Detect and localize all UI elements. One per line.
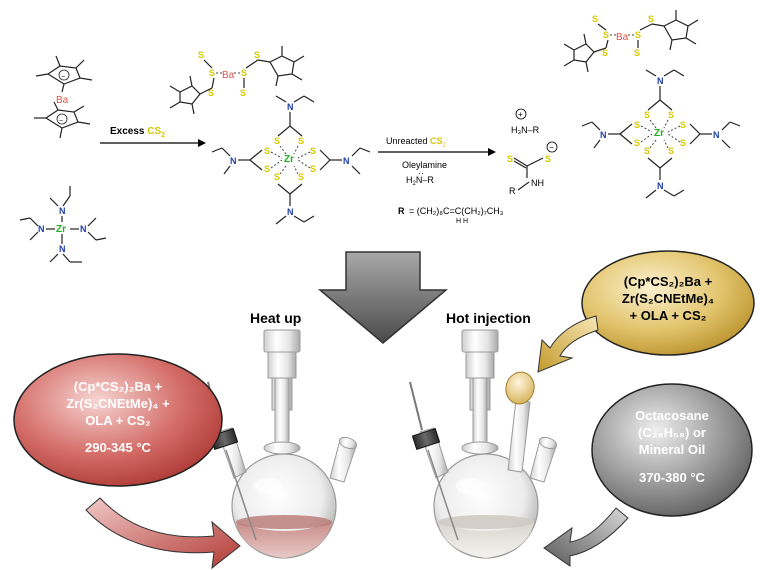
svg-text:N: N bbox=[80, 224, 87, 234]
svg-text:= (CH₂)₈C=C(CH₂)₇CH₃: = (CH₂)₈C=C(CH₂)₇CH₃ bbox=[409, 206, 504, 216]
hot-injection-flask bbox=[409, 329, 558, 559]
solvent-curved-arrow bbox=[543, 507, 629, 567]
hot-injection-title: Hot injection bbox=[446, 310, 531, 326]
svg-text:N: N bbox=[38, 224, 45, 234]
svg-text:N: N bbox=[713, 130, 720, 140]
svg-text:−: − bbox=[61, 74, 65, 81]
heat-up-flask bbox=[207, 329, 358, 559]
zr-dithiocarbamate-molecule-1: Zr S S S S S S S S N N N N bbox=[211, 95, 371, 225]
svg-text:S: S bbox=[648, 14, 654, 24]
svg-text:Mineral Oil: Mineral Oil bbox=[639, 442, 705, 457]
svg-text:NH: NH bbox=[531, 178, 544, 188]
svg-text:S: S bbox=[603, 30, 609, 40]
svg-text:S: S bbox=[634, 138, 640, 148]
excess-cs2-label: Excess CS2 bbox=[110, 126, 165, 139]
svg-text:370-380 °C: 370-380 °C bbox=[639, 470, 706, 485]
ammonium-ion: + H₃N–R bbox=[511, 108, 540, 135]
svg-text:S: S bbox=[198, 50, 204, 60]
svg-text:S: S bbox=[635, 30, 641, 40]
hot-injection-precursor-bubble: (Cp*CS₂)₂Ba + Zr(S₂CNEtMe)₄ + OLA + CS₂ bbox=[581, 250, 755, 356]
svg-text:S: S bbox=[634, 120, 640, 130]
barocene-molecule: − Ba − bbox=[34, 55, 93, 139]
solvent-bubble: Octacosane (C₂₈H₅₈) or Mineral Oil 370-3… bbox=[591, 383, 753, 517]
svg-text:S: S bbox=[274, 172, 280, 182]
zirconium-label: Zr bbox=[56, 224, 66, 235]
svg-text:R: R bbox=[509, 186, 516, 196]
svg-text:S: S bbox=[507, 154, 513, 164]
r-group-definition: R = (CH₂)₈C=C(CH₂)₇CH₃ H H bbox=[398, 206, 504, 225]
svg-text:S: S bbox=[592, 14, 598, 24]
big-down-arrow bbox=[317, 251, 449, 344]
svg-text:S: S bbox=[264, 146, 270, 156]
svg-text:S: S bbox=[310, 146, 316, 156]
svg-text:S: S bbox=[208, 88, 214, 98]
heat-up-precursor-bubble: (Cp*CS₂)₂Ba + Zr(S₂CNEtMe)₄ + OLA + CS₂ … bbox=[13, 353, 223, 487]
svg-text:N: N bbox=[59, 244, 66, 254]
svg-text:−: − bbox=[59, 118, 63, 125]
svg-text:S: S bbox=[310, 164, 316, 174]
svg-text:S: S bbox=[634, 48, 640, 58]
svg-text:S: S bbox=[545, 154, 551, 164]
svg-text:H H: H H bbox=[456, 218, 468, 225]
zr-dithiocarbamate-molecule-2: Zr S S S S S S S S N N N N bbox=[581, 69, 741, 199]
svg-text:Zr(S₂CNEtMe)₄: Zr(S₂CNEtMe)₄ bbox=[622, 291, 714, 306]
svg-text:N: N bbox=[59, 206, 66, 216]
unreacted-cs2-label: Unreacted CS2 bbox=[386, 136, 447, 149]
svg-text:S: S bbox=[209, 68, 215, 78]
reaction-arrow-1: Excess CS2 bbox=[100, 126, 206, 147]
svg-text:Ba: Ba bbox=[222, 70, 235, 81]
svg-text:290-345 °C: 290-345 °C bbox=[85, 440, 152, 455]
svg-text:R: R bbox=[398, 206, 405, 216]
zirconium-amide-molecule: Zr N N N N bbox=[19, 186, 107, 263]
svg-text:(Cp*CS₂)₂Ba +: (Cp*CS₂)₂Ba + bbox=[74, 379, 163, 394]
svg-text:S: S bbox=[602, 48, 608, 58]
heat-up-curved-arrow bbox=[85, 497, 241, 570]
cp-cs2-ba-molecule-2: Ba S S S S S S bbox=[563, 10, 699, 73]
svg-text:N: N bbox=[657, 181, 664, 191]
svg-text:H₃N–R: H₃N–R bbox=[511, 125, 540, 135]
svg-text:−: − bbox=[549, 143, 554, 152]
svg-text:··: ·· bbox=[418, 168, 424, 178]
cp-cs2-ba-molecule-1: Ba S S S S S S bbox=[169, 46, 305, 115]
svg-text:S: S bbox=[680, 138, 686, 148]
svg-text:N: N bbox=[657, 76, 664, 86]
svg-text:N: N bbox=[343, 156, 350, 166]
svg-text:Zr: Zr bbox=[654, 128, 664, 139]
svg-text:N: N bbox=[287, 207, 294, 217]
svg-text:Zr(S₂CNEtMe)₄ +: Zr(S₂CNEtMe)₄ + bbox=[66, 396, 170, 411]
svg-text:OLA + CS₂: OLA + CS₂ bbox=[85, 413, 151, 428]
svg-text:S: S bbox=[240, 88, 246, 98]
svg-text:S: S bbox=[241, 68, 247, 78]
svg-text:S: S bbox=[644, 110, 650, 120]
oleylamine-label: Oleylamine bbox=[402, 160, 447, 170]
svg-text:+: + bbox=[518, 110, 523, 119]
svg-text:+ OLA + CS₂: + OLA + CS₂ bbox=[630, 308, 707, 323]
svg-text:S: S bbox=[298, 172, 304, 182]
svg-text:(Cp*CS₂)₂Ba +: (Cp*CS₂)₂Ba + bbox=[624, 274, 713, 289]
barium-label: Ba bbox=[56, 95, 69, 106]
reaction-arrow-2: Unreacted CS2 Oleylamine H2N–R ·· bbox=[378, 136, 496, 187]
svg-text:S: S bbox=[264, 164, 270, 174]
amine-label: H2N–R bbox=[406, 175, 434, 187]
svg-text:S: S bbox=[644, 146, 650, 156]
svg-text:(C₂₈H₅₈) or: (C₂₈H₅₈) or bbox=[638, 425, 706, 440]
svg-text:Ba: Ba bbox=[616, 32, 629, 43]
svg-text:S: S bbox=[680, 120, 686, 130]
svg-text:S: S bbox=[668, 110, 674, 120]
svg-text:N: N bbox=[230, 156, 237, 166]
heat-up-title: Heat up bbox=[250, 310, 301, 326]
svg-text:S: S bbox=[254, 50, 260, 60]
svg-text:S: S bbox=[298, 136, 304, 146]
svg-text:Zr: Zr bbox=[284, 154, 294, 165]
svg-text:Octacosane: Octacosane bbox=[635, 408, 709, 423]
svg-text:S: S bbox=[668, 146, 674, 156]
oleyl-dithiocarbamate-ion: S S − NH R bbox=[507, 141, 558, 196]
svg-text:N: N bbox=[600, 130, 607, 140]
svg-text:S: S bbox=[274, 136, 280, 146]
injection-curved-arrow bbox=[537, 315, 599, 373]
svg-text:N: N bbox=[287, 102, 294, 112]
